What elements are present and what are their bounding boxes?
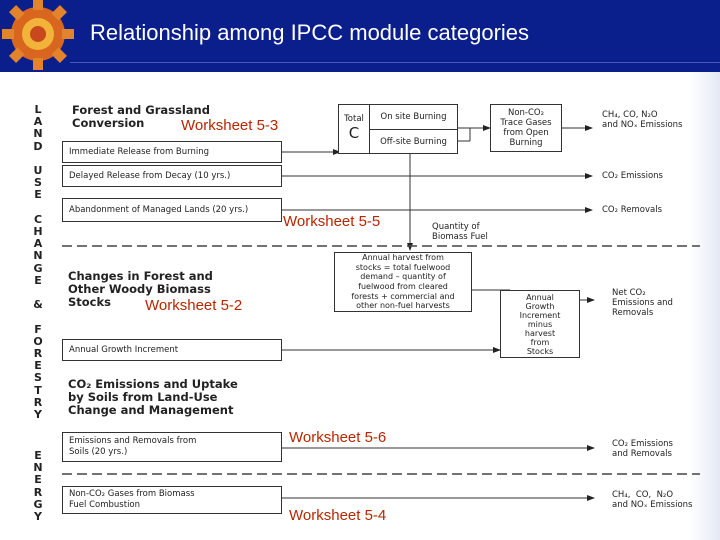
heading-co2-soils: CO₂ Emissions and Uptake by Soils from L… xyxy=(68,377,238,417)
heading-forest-grassland: Forest and Grassland Conversion xyxy=(72,103,210,130)
output-co2-emissions-removals: CO₂ Emissions and Removals xyxy=(612,439,673,459)
gear-icon xyxy=(0,0,84,72)
diagram-edge-shade xyxy=(690,72,720,540)
c-label: C xyxy=(348,124,360,142)
header-stripe xyxy=(70,62,720,72)
output-co2-emissions: CO₂ Emissions xyxy=(602,171,663,181)
total-label: Total xyxy=(344,114,364,124)
heading-woody-biomass: Changes in Forest and Other Woody Biomas… xyxy=(68,269,213,309)
box-non-co2-trace: Non-CO₂ Trace Gases from Open Burning xyxy=(490,104,562,152)
box-immediate-release: Immediate Release from Burning xyxy=(62,141,282,163)
worksheet-5-6: Worksheet 5-6 xyxy=(288,429,388,446)
slide-title: Relationship among IPCC module categorie… xyxy=(90,20,530,45)
box-annual-harvest: Annual harvest from stocks = total fuelw… xyxy=(334,252,472,312)
box-annual-growth-minus: Annual Growth Increment minus harvest fr… xyxy=(500,290,580,358)
label-quantity-biomass: Quantity of Biomass Fuel xyxy=(432,222,488,242)
worksheet-5-4: Worksheet 5-4 xyxy=(288,507,388,524)
output-net-co2: Net CO₂ Emissions and Removals xyxy=(612,288,673,318)
box-off-site-burning: Off-site Burning xyxy=(369,129,458,154)
box-abandonment: Abandonment of Managed Lands (20 yrs.) xyxy=(62,198,282,222)
box-annual-growth: Annual Growth Increment xyxy=(62,339,282,361)
output-ch4-co-n2o-nox-2: CH₄, CO, N₂O and NOₓ Emissions xyxy=(612,490,693,510)
box-total: Total C xyxy=(338,104,370,154)
worksheet-5-2: Worksheet 5-2 xyxy=(144,297,244,314)
worksheet-5-3: Worksheet 5-3 xyxy=(180,117,280,134)
worksheet-5-5: Worksheet 5-5 xyxy=(282,213,382,230)
box-delayed-release: Delayed Release from Decay (10 yrs.) xyxy=(62,165,282,187)
box-non-co2-biomass: Non-CO₂ Gases from Biomass Fuel Combusti… xyxy=(62,486,282,514)
box-on-site-burning: On site Burning xyxy=(369,104,458,130)
output-ch4-co-n2o-nox: CH₄, CO, N₂O and NOₓ Emissions xyxy=(602,110,683,130)
box-soils: Emissions and Removals from Soils (20 yr… xyxy=(62,432,282,462)
slide-header: Relationship among IPCC module categorie… xyxy=(0,0,720,72)
output-co2-removals: CO₂ Removals xyxy=(602,205,662,215)
